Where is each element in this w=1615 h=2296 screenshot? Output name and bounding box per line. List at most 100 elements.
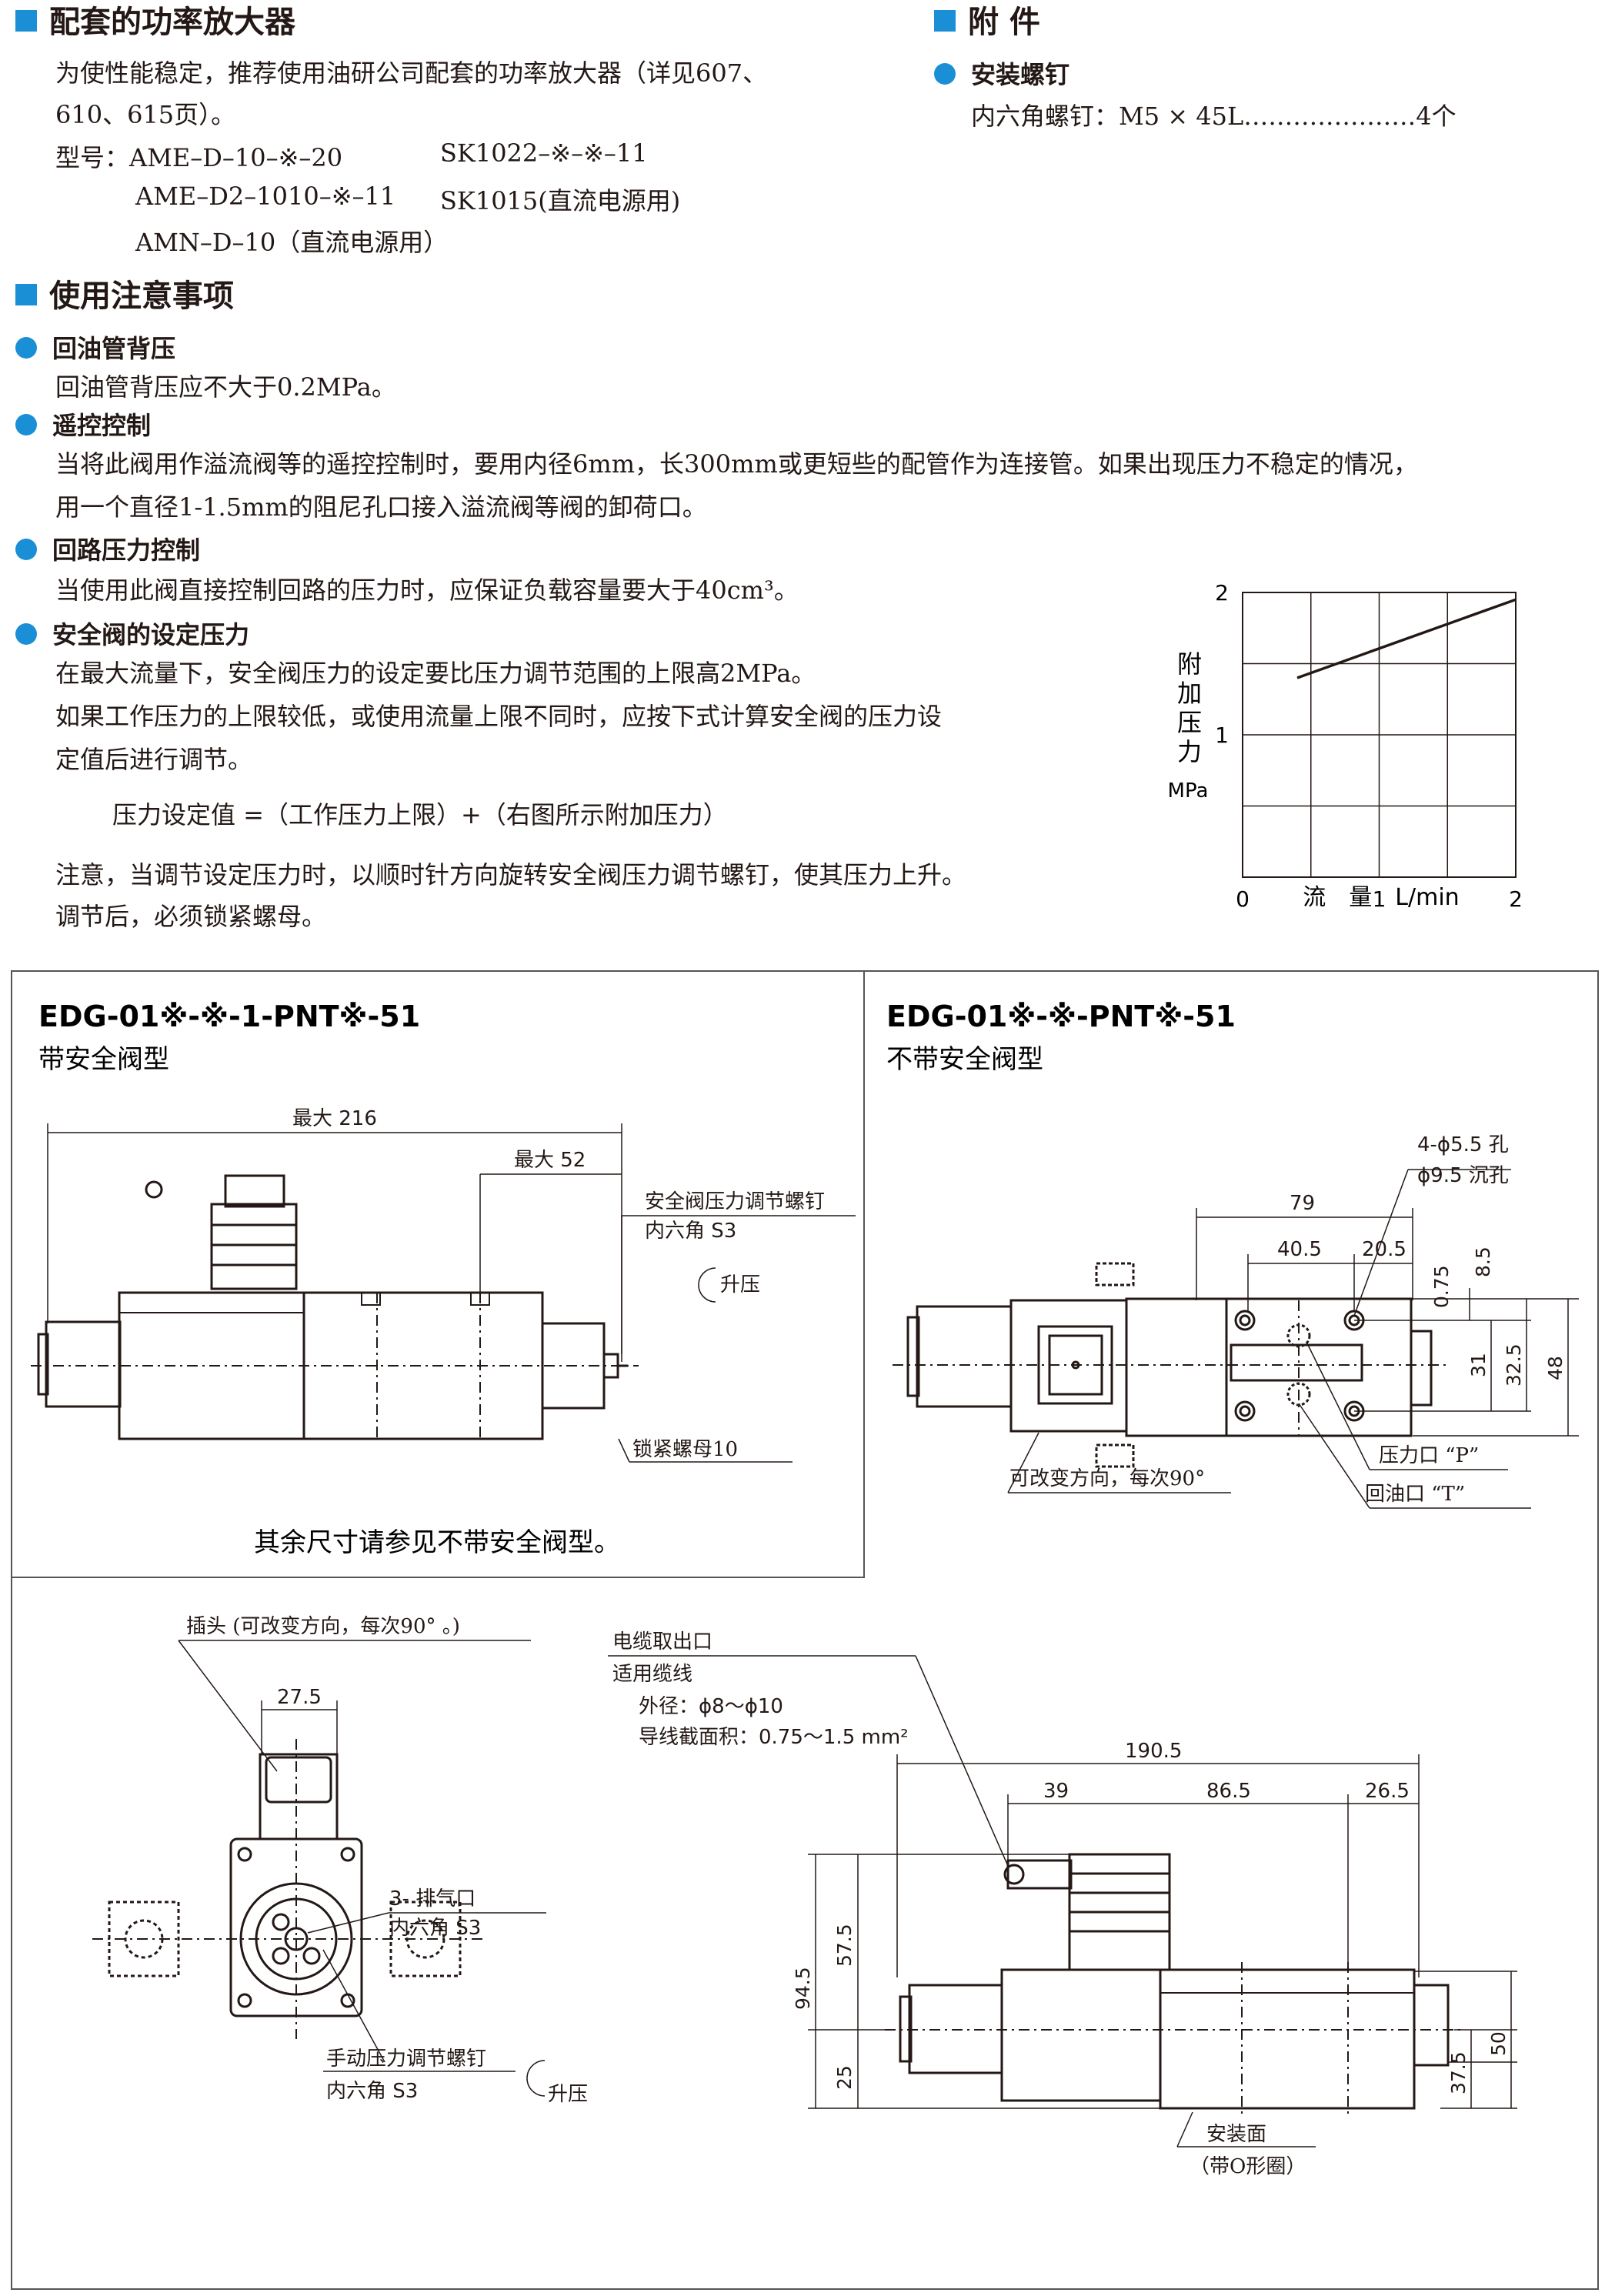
caution-title-remote: 遥控控制 <box>15 406 151 442</box>
dim-86-5: 86.5 <box>1206 1780 1251 1803</box>
label-cable-section: 导线截面积：0.75～1.5 mm² <box>639 1726 909 1749</box>
section-title-cautions: 使用注意事项 <box>15 271 234 315</box>
caution-text: 调节后，必须锁紧螺母。 <box>55 902 327 931</box>
accessory-item-text: 内六角螺钉：M5 × 45L…………………4个 <box>971 102 1457 131</box>
dim-25: 25 <box>833 2065 856 2090</box>
dim-40-5: 40.5 <box>1277 1238 1322 1261</box>
dim-39: 39 <box>1043 1780 1069 1803</box>
dimension-drawings: EDG-01※-※-1-PNT※-51 带安全阀型 EDG-01※-※-PNT※… <box>11 970 1599 2290</box>
dim-94-5: 94.5 <box>792 1967 814 2010</box>
right-model-title: EDG-01※-※-PNT※-51 <box>886 999 1236 1033</box>
dim-48: 48 <box>1544 1356 1567 1380</box>
caution-title-circuit: 回路压力控制 <box>15 531 200 566</box>
accessory-item-title: 安装螺钉 <box>934 55 1069 91</box>
round-bullet-icon <box>15 539 37 560</box>
y-label-char: 压 <box>1177 708 1202 737</box>
label-cable-diameter: 外径：ϕ8～ϕ10 <box>639 1695 783 1718</box>
label-relief-screw: 安全阀压力调节螺钉 <box>645 1190 825 1213</box>
amplifier-model-4: SK1015(直流电源用) <box>440 186 681 215</box>
y-label-char: 附 <box>1177 649 1202 679</box>
dim-max-52: 最大 52 <box>514 1149 586 1172</box>
dim-50: 50 <box>1487 2031 1510 2056</box>
drawing-divider <box>12 971 865 1578</box>
square-bullet-icon <box>15 284 37 305</box>
caution-text: 注意，当调节设定压力时，以顺时针方向旋转安全阀压力调节螺钉，使其压力上升。 <box>55 860 967 889</box>
label-hex-s3: 内六角 S3 <box>645 1220 736 1243</box>
label-mount-face: 安装面 <box>1206 2123 1266 2146</box>
valve-end-view <box>108 1753 462 2017</box>
y-tick-label: 2 <box>1215 580 1229 606</box>
y-label-char: 力 <box>1177 737 1202 766</box>
chart-series-line <box>1296 598 1517 679</box>
label-oring: （带O形圈） <box>1190 2155 1306 2178</box>
label-bleed: 3- 排气口 <box>389 1887 475 1911</box>
label-counterbore: ϕ9.5 沉孔 <box>1417 1164 1509 1187</box>
x-tick-label: 0 <box>1236 886 1250 912</box>
label-raise: 升压 <box>720 1273 760 1297</box>
dim-79: 79 <box>1290 1192 1315 1215</box>
label-holes: 4-ϕ5.5 孔 <box>1417 1133 1509 1156</box>
caution-text: 用一个直径1-1.5mm的阻尼孔口接入溢流阀等阀的卸荷口。 <box>55 492 707 522</box>
caution-title-safety: 安全阀的设定压力 <box>15 616 249 651</box>
valve-side-view <box>899 1853 1450 2110</box>
label-rotate: 可改变方向，每次90° <box>1009 1467 1205 1490</box>
y-label-unit: MPa <box>1168 779 1209 803</box>
label-port-p: 压力口 “P” <box>1379 1444 1479 1467</box>
caution-text: 在最大流量下，安全阀压力的设定要比压力调节范围的上限高2MPa。 <box>55 659 816 688</box>
chart-y-label: 附 加 压 力 MPa <box>1168 649 1209 803</box>
left-note: 其余尺寸请参见不带安全阀型。 <box>254 1527 620 1558</box>
dim-0-75: 0.75 <box>1430 1265 1453 1308</box>
caution-title-backpressure: 回油管背压 <box>15 329 175 365</box>
section-title-accessory: 附 件 <box>934 0 1040 42</box>
dim-max-216: 最大 216 <box>292 1107 377 1130</box>
square-bullet-icon <box>15 10 37 32</box>
chart-series <box>1296 598 1517 679</box>
caution-text: 当将此阀用作溢流阀等的遥控控制时，要用内径6mm，长300mm或更短些的配管作为… <box>55 449 1418 479</box>
right-subtitle: 不带安全阀型 <box>886 1044 1043 1075</box>
round-bullet-icon <box>15 623 37 645</box>
label-port-t: 回油口 “T” <box>1365 1483 1465 1506</box>
round-bullet-icon <box>15 414 37 436</box>
label-manual-screw: 手动压力调节螺钉 <box>326 2047 486 2071</box>
pressure-formula: 压力设定值 =（工作压力上限）+（右图所示附加压力） <box>112 800 728 829</box>
dim-37-5: 37.5 <box>1447 2051 1470 2094</box>
amplifier-model-1: 型号：AME–D–10–※–20 <box>55 143 343 172</box>
dim-26-5: 26.5 <box>1365 1780 1410 1803</box>
x-tick-label: 2 <box>1509 886 1523 912</box>
y-label-char: 加 <box>1177 679 1202 708</box>
amplifier-model-2: SK1022–※–※–11 <box>440 138 648 168</box>
label-raise-2: 升压 <box>548 2083 588 2106</box>
dim-20-5: 20.5 <box>1362 1238 1406 1261</box>
caution-text: 定值后进行调节。 <box>55 745 253 774</box>
dim-8-5: 8.5 <box>1472 1246 1494 1277</box>
dim-32-5: 32.5 <box>1503 1343 1525 1387</box>
round-bullet-icon <box>15 337 37 359</box>
label-hex-s3-bleed: 内六角 S3 <box>389 1917 481 1940</box>
chart-x-label: 流 量 L/min <box>1303 884 1459 911</box>
caution-text: 如果工作压力的上限较低，或使用流量上限不同时，应按下式计算安全阀的压力设 <box>55 702 943 731</box>
caution-text: 回油管背压应不大于0.2MPa。 <box>55 372 396 402</box>
valve-with-relief-side-view <box>37 1174 628 1440</box>
left-model-title: EDG-01※-※-1-PNT※-51 <box>38 999 420 1033</box>
chart-ticks: 0 1 2 1 2 <box>1215 580 1523 912</box>
drawing-frame <box>11 970 1599 2290</box>
amplifier-model-5: AMN–D–10（直流电源用） <box>135 228 449 257</box>
label-lock-nut: 锁紧螺母10 <box>632 1438 738 1461</box>
caution-text: 当使用此阀直接控制回路的压力时，应保证负载容量要大于40cm³。 <box>55 576 799 605</box>
chart-grid <box>1242 592 1517 878</box>
square-bullet-icon <box>934 10 956 32</box>
dim-31: 31 <box>1467 1353 1490 1377</box>
label-cable-outlet: 电缆取出口 <box>612 1630 712 1654</box>
section-title-amplifier: 配套的功率放大器 <box>15 0 295 42</box>
amplifier-line-1: 为使性能稳定，推荐使用油研公司配套的功率放大器（详见607、 <box>55 58 768 88</box>
round-bullet-icon <box>934 63 956 85</box>
x-tick-label: 1 <box>1373 886 1386 912</box>
amplifier-line-2: 610、615页）。 <box>55 100 236 129</box>
label-cable-type: 适用缆线 <box>612 1663 692 1686</box>
y-tick-label: 1 <box>1215 723 1229 748</box>
additional-pressure-chart: 0 1 2 1 2 附 加 压 力 MPa 流 量 L/min <box>1168 580 1523 912</box>
dim-57-5: 57.5 <box>833 1924 856 1967</box>
amplifier-model-3: AME–D2–1010–※–11 <box>135 182 396 211</box>
left-subtitle: 带安全阀型 <box>38 1044 169 1075</box>
label-hex-s3-manual: 内六角 S3 <box>326 2080 418 2103</box>
